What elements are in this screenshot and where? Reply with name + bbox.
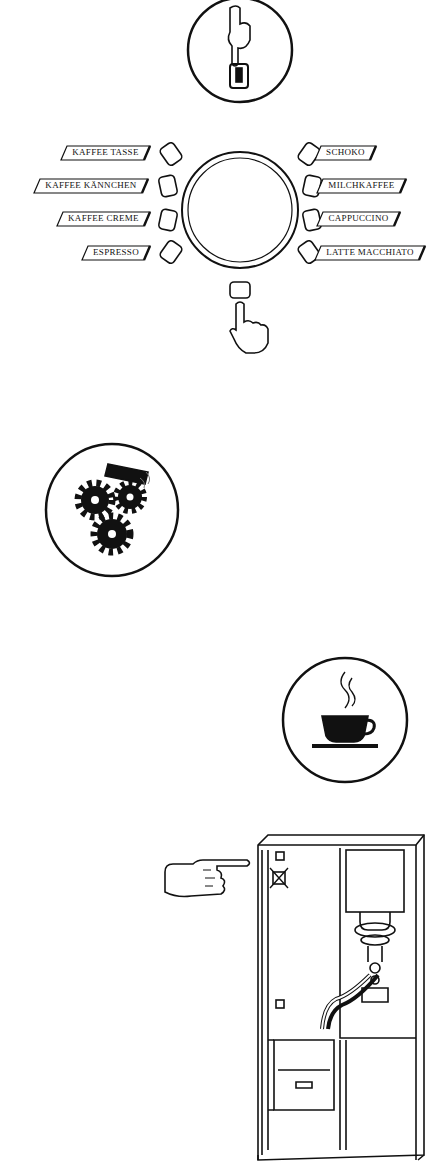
banner-shadow [394,212,400,226]
drink-label: ESPRESSO [81,245,151,261]
drink-label: CAPPUCCINO [316,211,401,227]
grinder-icon [46,444,178,576]
coffee-machine [258,835,424,1160]
label-text: LATTE MACCHIATO [314,245,426,259]
drink-label: LATTE MACCHIATO [314,245,426,261]
banner-outline [57,212,150,226]
cup-icon [283,658,407,782]
banner-shadow [144,246,150,260]
banner-outline [315,246,425,260]
label-text: KAFFEE KÄNNCHEN [33,178,149,192]
drink-label: SCHOKO [314,145,377,161]
banner-outline [315,146,376,160]
banner-shadow [144,212,150,226]
banner-shadow [419,246,425,260]
banner-outline [82,246,150,260]
banner-outline [317,179,406,193]
drink-label: KAFFEE CREME [56,211,151,227]
label-text: SCHOKO [314,145,377,159]
banner-outline [61,146,150,160]
control-panel [158,141,322,353]
banner-shadow [400,179,406,193]
label-text: KAFFEE TASSE [60,145,151,159]
drink-label: KAFFEE TASSE [60,145,151,161]
label-text: KAFFEE CREME [56,211,151,225]
banner-shadow [142,179,148,193]
drink-label: KAFFEE KÄNNCHEN [33,178,149,194]
pointing-hand [165,860,250,897]
banner-shadow [370,146,376,160]
label-text: ESPRESSO [81,245,151,259]
banner-outline [317,212,400,226]
banner-shadow [144,146,150,160]
banner-outline [34,179,148,193]
press-icon [188,0,292,102]
label-text: CAPPUCCINO [316,211,401,225]
drink-label: MILCHKAFFEE [316,178,407,194]
label-text: MILCHKAFFEE [316,178,407,192]
